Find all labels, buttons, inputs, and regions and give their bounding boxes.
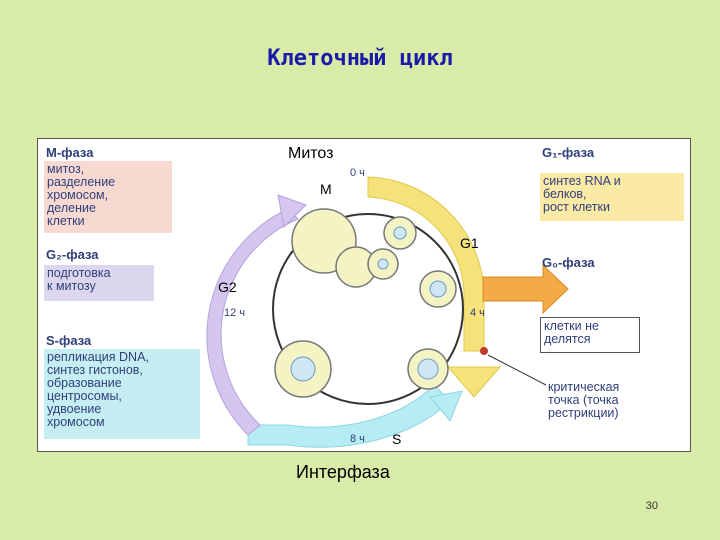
g2-phase-heading: G₂-фаза [46, 247, 99, 262]
cycle-diagram [206, 176, 569, 448]
hour-label-0: 0 ч [350, 167, 365, 179]
hour-label-4: 4 ч [470, 307, 485, 319]
g1-phase-heading: G₁-фаза [542, 145, 595, 160]
m-label: M [320, 181, 332, 197]
inner-cycle-ring [272, 213, 464, 405]
interphase-label: Интерфаза [296, 462, 390, 482]
slide-title: Клеточный цикл [267, 46, 453, 71]
hour-label-8: 8 ч [350, 433, 365, 445]
g0-phase-heading: G₀-фаза [542, 255, 595, 270]
g1-arrow-head [446, 366, 502, 398]
page-number: 30 [645, 500, 658, 512]
s-label: S [392, 431, 402, 447]
s-arrow-head [429, 390, 463, 422]
hour-label-12: 12 ч [224, 307, 246, 319]
g1-label: G1 [460, 235, 479, 251]
mitosis-label: Митоз [288, 145, 334, 162]
restriction-point-dot [480, 347, 488, 355]
g2-arc-arrow [206, 208, 299, 436]
s-phase-description: репликация DNA,синтез гистонов,образован… [44, 349, 200, 439]
s-arc-arrow [247, 384, 451, 448]
g2-arrow-head [277, 194, 307, 229]
m-phase-heading: M-фаза [46, 145, 94, 160]
g0-exit-arrow [482, 263, 569, 315]
g2-label: G2 [218, 279, 237, 295]
s-phase-heading: S-фаза [46, 333, 92, 348]
